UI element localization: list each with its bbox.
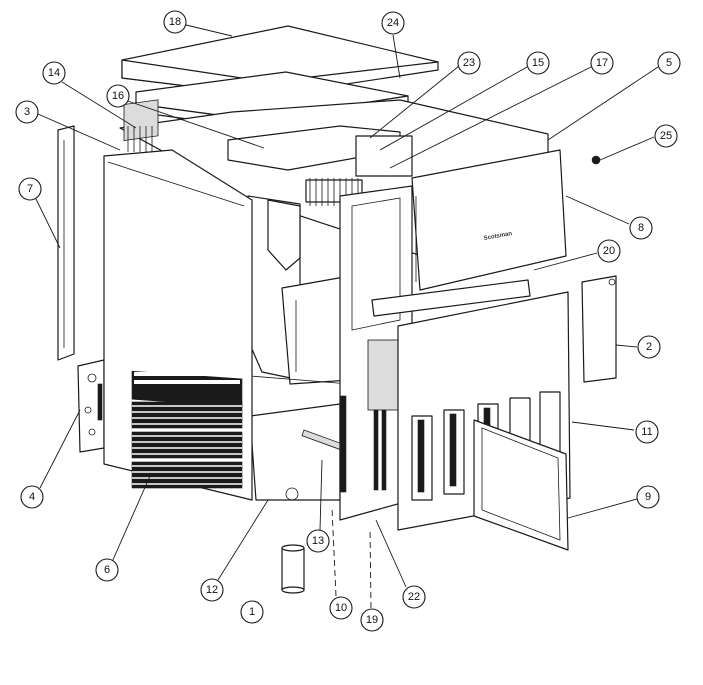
brand-label: Scotsman <box>483 231 513 242</box>
callout-23: 23 <box>457 51 481 75</box>
svg-text:11: 11 <box>641 426 652 438</box>
filter-panel <box>581 275 617 383</box>
svg-text:24: 24 <box>387 17 399 29</box>
svg-text:2: 2 <box>646 341 652 353</box>
callout-14: 14 <box>42 61 66 85</box>
callout-7: 7 <box>18 177 42 201</box>
svg-text:17: 17 <box>596 57 608 69</box>
callout-5: 5 <box>657 51 681 75</box>
svg-text:10: 10 <box>335 602 347 614</box>
svg-text:19: 19 <box>366 614 378 626</box>
svg-text:6: 6 <box>104 564 110 576</box>
svg-text:13: 13 <box>312 535 324 547</box>
callout-15: 15 <box>526 51 550 75</box>
callout-8: 8 <box>629 216 653 240</box>
svg-text:20: 20 <box>603 245 615 257</box>
callout-24: 24 <box>381 11 405 35</box>
control-box <box>77 359 105 453</box>
svg-text:5: 5 <box>666 57 672 69</box>
callout-25: 25 <box>654 124 678 148</box>
callout-12: 12 <box>200 578 224 602</box>
svg-text:9: 9 <box>645 491 651 503</box>
callout-3: 3 <box>15 100 39 124</box>
svg-text:4: 4 <box>29 491 35 503</box>
svg-text:8: 8 <box>638 222 644 234</box>
svg-text:22: 22 <box>408 591 420 603</box>
leader-lines <box>35 24 659 588</box>
leg-part <box>281 544 305 594</box>
callout-17: 17 <box>590 51 614 75</box>
screw-part <box>591 155 601 165</box>
svg-text:7: 7 <box>27 183 33 195</box>
callout-10: 10 <box>329 596 353 620</box>
callout-6: 6 <box>95 558 119 582</box>
bin-door <box>473 419 569 551</box>
callout-18: 18 <box>163 10 187 34</box>
callout-19: 19 <box>360 608 384 632</box>
callout-20: 20 <box>597 239 621 263</box>
callout-11: 11 <box>635 420 659 444</box>
svg-text:3: 3 <box>24 106 30 118</box>
svg-text:16: 16 <box>112 90 124 102</box>
callouts: 18 24 23 15 17 5 14 16 3 25 7 8 20 2 11 … <box>15 10 681 632</box>
svg-text:23: 23 <box>463 57 475 69</box>
callout-4: 4 <box>20 485 44 509</box>
svg-text:12: 12 <box>206 584 218 596</box>
svg-text:25: 25 <box>660 130 672 142</box>
top-front-panel: Scotsman <box>411 149 567 291</box>
callout-9: 9 <box>636 485 660 509</box>
svg-text:14: 14 <box>48 67 60 79</box>
callout-13: 13 <box>306 529 330 553</box>
dashed-leaders <box>331 507 372 609</box>
callout-2: 2 <box>637 335 661 359</box>
svg-text:15: 15 <box>532 57 544 69</box>
svg-text:18: 18 <box>169 16 181 28</box>
callout-16: 16 <box>106 84 130 108</box>
rear-left-panel <box>57 125 75 361</box>
svg-text:1: 1 <box>249 606 255 618</box>
left-side-louvered-panel <box>103 149 253 501</box>
callout-22: 22 <box>402 585 426 609</box>
callout-1: 1 <box>240 600 264 624</box>
